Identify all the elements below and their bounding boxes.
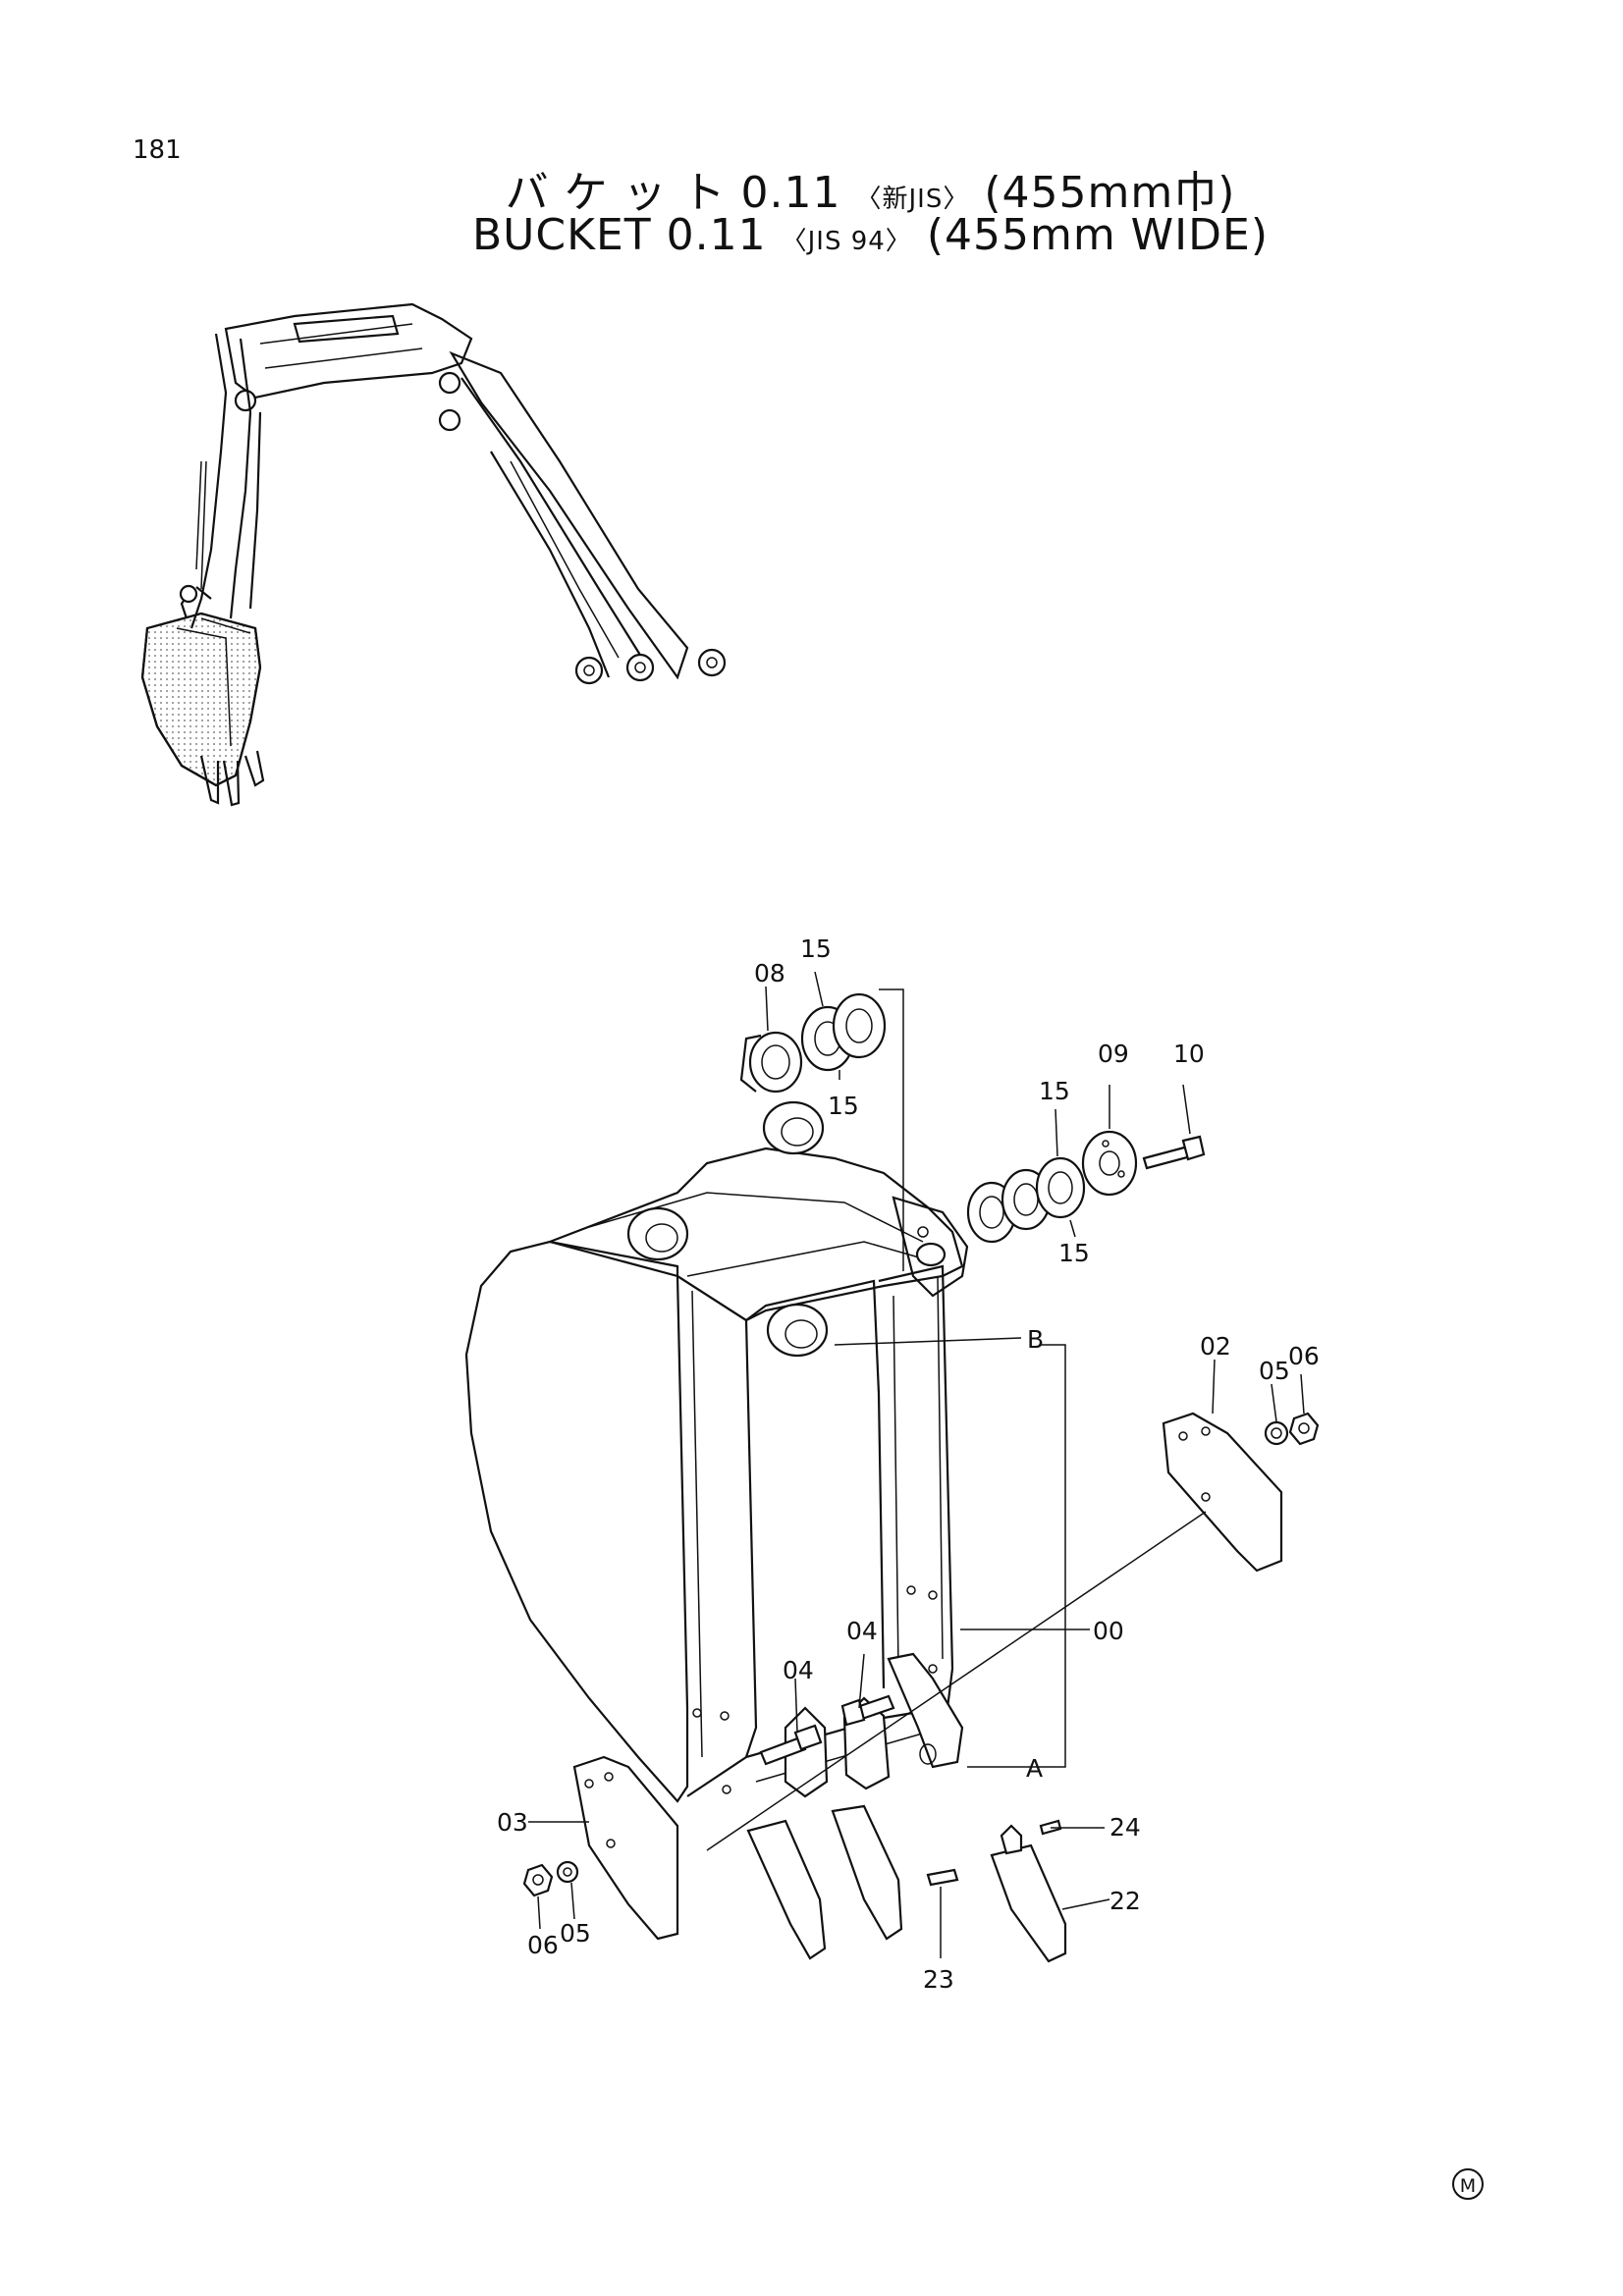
title-en-standard: 〈JIS 94〉 bbox=[781, 227, 912, 256]
pin-08 bbox=[739, 1031, 803, 1094]
title-en-main: BUCKET 0.11 bbox=[472, 210, 767, 260]
label-15-c: 15 bbox=[1039, 1077, 1070, 1105]
label-08: 08 bbox=[754, 959, 785, 988]
title-ja-standard: 〈新JIS〉 bbox=[855, 185, 970, 214]
label-06-a: 06 bbox=[1288, 1342, 1320, 1370]
title-japanese: バ ケ ッ ト 0.11 〈新JIS〉 (455mm巾) bbox=[0, 157, 1623, 220]
leader-lines bbox=[528, 971, 1305, 1958]
side-cutter-02 bbox=[1162, 1412, 1283, 1573]
label-03: 03 bbox=[497, 1808, 528, 1837]
label-23: 23 bbox=[923, 1965, 954, 1994]
part-labels: 08 15 15 15 15 09 10 02 05 06 B 00 04 04… bbox=[497, 934, 1320, 1994]
label-24: 24 bbox=[1109, 1813, 1141, 1842]
nut-washer-left bbox=[522, 1860, 579, 1897]
label-05-a: 05 bbox=[1259, 1357, 1290, 1385]
plate-09 bbox=[1081, 1130, 1138, 1197]
label-15-a: 15 bbox=[800, 934, 832, 963]
shims-15-lower bbox=[966, 1156, 1086, 1244]
side-cutter-03 bbox=[572, 1755, 679, 1941]
corner-mark: M bbox=[1452, 2168, 1484, 2200]
label-09: 09 bbox=[1098, 1040, 1129, 1068]
label-B: B bbox=[1027, 1325, 1044, 1354]
excavator-arm-overview bbox=[140, 302, 727, 807]
label-04-a: 04 bbox=[846, 1617, 878, 1645]
label-15-d: 15 bbox=[1058, 1239, 1090, 1267]
title-english: BUCKET 0.11 〈JIS 94〉 (455mm WIDE) bbox=[0, 210, 1623, 260]
title-en-width: (455mm WIDE) bbox=[926, 210, 1269, 260]
bucket-body bbox=[464, 1100, 1067, 1963]
label-00: 00 bbox=[1093, 1617, 1124, 1645]
nut-washer-right bbox=[1264, 1412, 1320, 1446]
page-number: 181 bbox=[133, 135, 182, 165]
label-A: A bbox=[1026, 1754, 1043, 1783]
title-ja-width: (455mm巾) bbox=[984, 168, 1236, 218]
label-22: 22 bbox=[1109, 1887, 1141, 1915]
bolt-10 bbox=[1142, 1135, 1206, 1170]
shims-15-upper bbox=[800, 992, 887, 1072]
title-ja-main: バ ケ ッ ト 0.11 bbox=[505, 168, 841, 218]
label-15-b: 15 bbox=[828, 1092, 859, 1120]
label-04-b: 04 bbox=[783, 1656, 814, 1684]
label-05-b: 05 bbox=[560, 1919, 591, 1948]
label-10: 10 bbox=[1173, 1040, 1205, 1068]
label-02: 02 bbox=[1200, 1332, 1231, 1361]
label-06-b: 06 bbox=[527, 1931, 559, 1959]
